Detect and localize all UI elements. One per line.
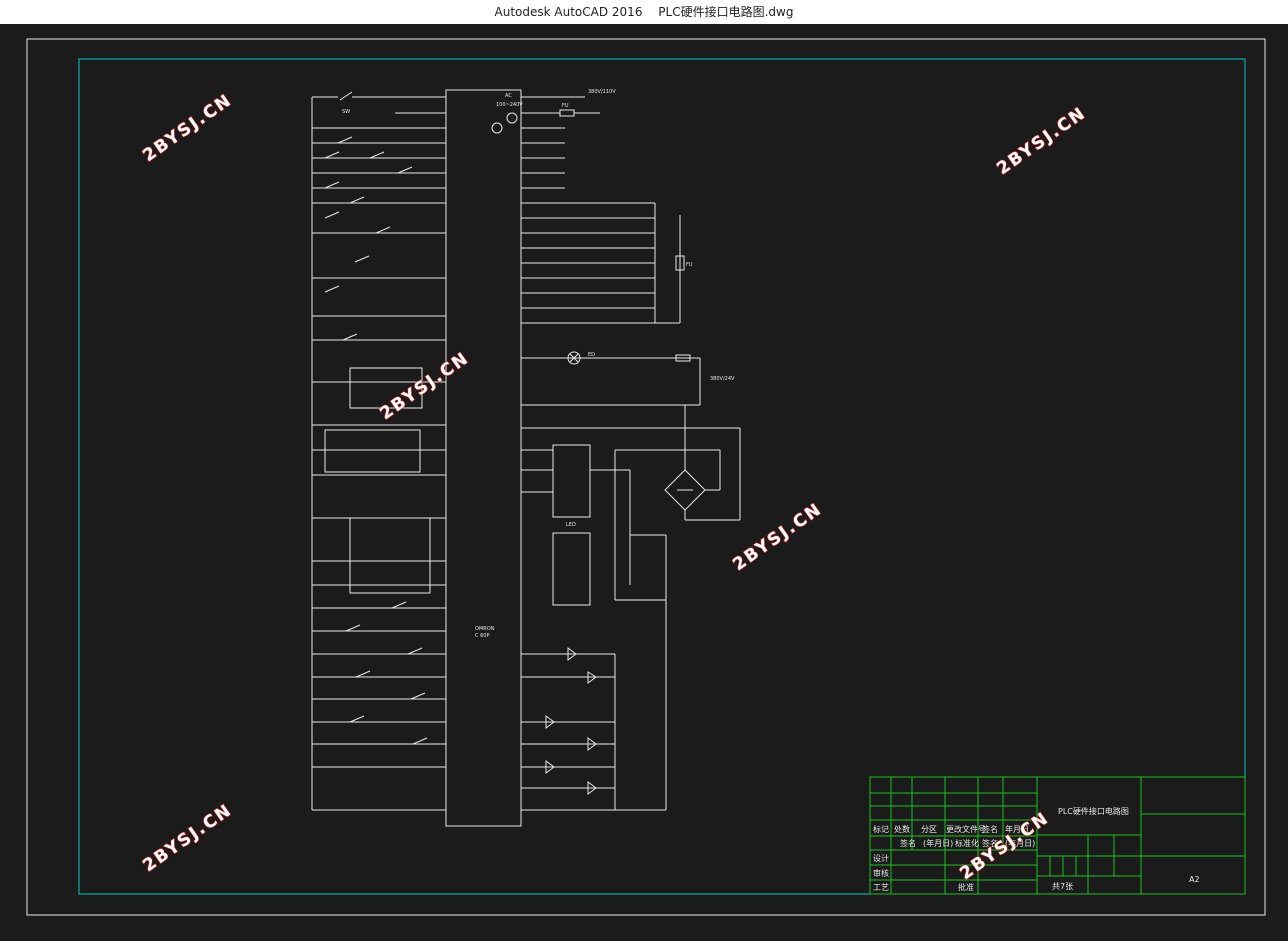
outer-border (26, 38, 1266, 916)
tb-row2-date: (年月日) (923, 838, 953, 848)
drawing-title: PLC硬件接口电路图 (1058, 806, 1129, 816)
output-led-icon (567, 647, 577, 661)
lamp-icon (567, 351, 581, 365)
tb-header-sign: 签名 (982, 824, 998, 834)
output-led-icon (545, 715, 555, 729)
earth-icon (506, 112, 518, 124)
tb-design: 设计 (873, 853, 889, 863)
led-label: LED (566, 522, 576, 528)
tb-header-count: 处数 (894, 824, 910, 834)
watermark-text: 2BYSJ.CN (139, 90, 236, 166)
voltage-label: 380V/24V (710, 376, 735, 382)
ac-range-label: 100~240V (496, 102, 523, 108)
tb-approve: 批准 (958, 882, 974, 892)
watermark-text: 2BYSJ.CN (729, 499, 826, 575)
fuse-label: FU (562, 103, 569, 109)
plc-model-line1: OMRON (475, 626, 495, 632)
tb-header-mark: 标记 (873, 824, 889, 834)
led-display-2 (552, 532, 591, 606)
sw-label: SW (342, 109, 350, 115)
tb-row2-sign: 签名 (900, 838, 916, 848)
tb-process: 工艺 (873, 883, 889, 892)
tb-sheet: 共7张 (1052, 882, 1073, 891)
ground-icon (491, 122, 503, 134)
tb-review: 审核 (873, 868, 889, 878)
tb-row2-sign2: 签名 (982, 838, 998, 848)
ac-label: AC (505, 93, 512, 99)
lamp-label: ED (588, 352, 595, 358)
tb-header-change: 更改文件号 (946, 824, 986, 834)
watermark-text: 2BYSJ.CN (376, 348, 473, 424)
output-led-icon (587, 781, 597, 795)
plc-unit[interactable]: OMRON C 60P AC 100~240V (445, 89, 523, 827)
output-led-icon (587, 737, 597, 751)
output-led-icon (587, 671, 597, 684)
output-circuit: 380V/110V FU FU ED 380V/24V (521, 89, 741, 811)
inner-border (78, 58, 1246, 895)
tb-row2-date2: (年月日) (1005, 838, 1035, 848)
tb-header-zone: 分区 (921, 825, 937, 834)
output-led-icon (545, 760, 555, 774)
plc-model-line2: C 60P (475, 633, 489, 639)
file-name: PLC硬件接口电路图.dwg (658, 5, 794, 19)
tb-row2-standard: 标准化 (955, 838, 979, 848)
watermark-text: 2BYSJ.CN (993, 103, 1090, 179)
tb-header-date: 年月日 (1005, 824, 1029, 834)
watermark-text: 2BYSJ.CN (139, 800, 236, 876)
input-circuit: SW (311, 91, 446, 811)
fuse2-label: FU (686, 262, 693, 268)
title-block: PLC硬件接口电路图 A2 标记 处数 分区 更改文件号 签名 年月日 签名 (… (869, 776, 1246, 895)
drawing-canvas[interactable]: OMRON C 60P AC 100~240V SW (0, 24, 1288, 937)
power-label: 380V/110V (588, 89, 616, 95)
sheet-size: A2 (1189, 875, 1200, 884)
app-name: Autodesk AutoCAD 2016 (494, 5, 643, 19)
led-display-1 (552, 444, 591, 518)
window-titlebar: Autodesk AutoCAD 2016 PLC硬件接口电路图.dwg (0, 0, 1288, 24)
